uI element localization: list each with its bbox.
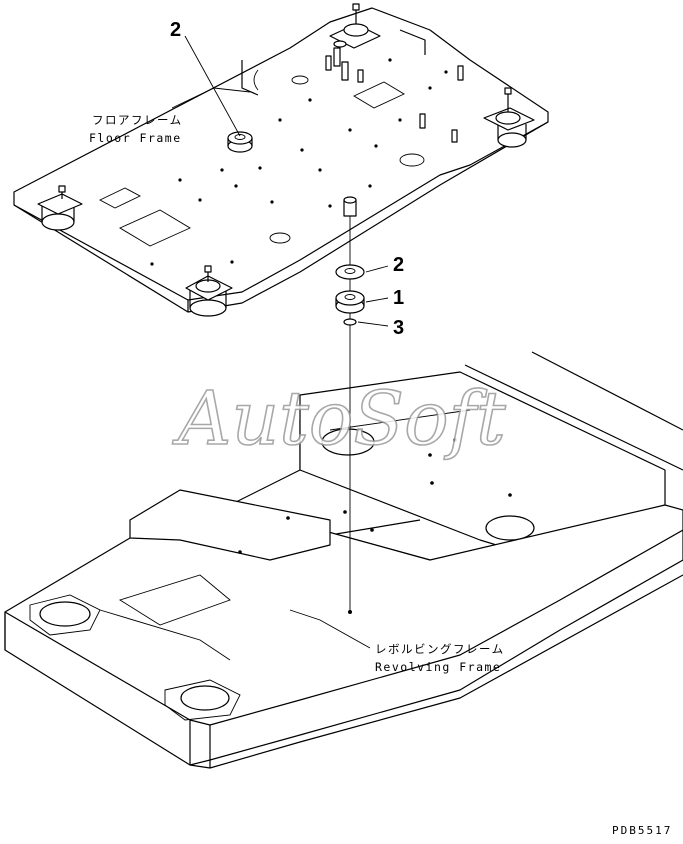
part-2-washer <box>335 264 365 280</box>
drawing-code: PDB5517 <box>612 824 672 837</box>
revolving-frame-label-jp: レボルビングフレーム <box>375 642 505 656</box>
floor-frame-label-jp: フロアフレーム <box>92 113 183 127</box>
floor-frame-label-en: Floor Frame <box>89 131 182 145</box>
bolt <box>343 196 357 217</box>
mount-bottom <box>185 265 233 317</box>
exploded-parts-stack <box>335 196 365 612</box>
mount-right <box>483 87 535 148</box>
part-3-shim <box>343 318 357 326</box>
watermark-text: AutoSoft <box>172 376 506 462</box>
floor-frame-drawing <box>13 3 549 317</box>
mount-top <box>329 3 381 49</box>
callout-1: 1 <box>393 287 404 309</box>
installed-cushion-part-2 <box>227 131 253 153</box>
part-1-cushion <box>335 290 365 314</box>
revolving-frame-drawing <box>4 351 683 769</box>
mount-left <box>37 185 83 231</box>
revolving-frame-label-en: Revolving Frame <box>375 660 501 674</box>
callout-3: 3 <box>393 317 404 339</box>
callout-2: 2 <box>393 254 404 276</box>
leader-lines <box>171 35 389 649</box>
callout-2-top: 2 <box>170 19 181 41</box>
